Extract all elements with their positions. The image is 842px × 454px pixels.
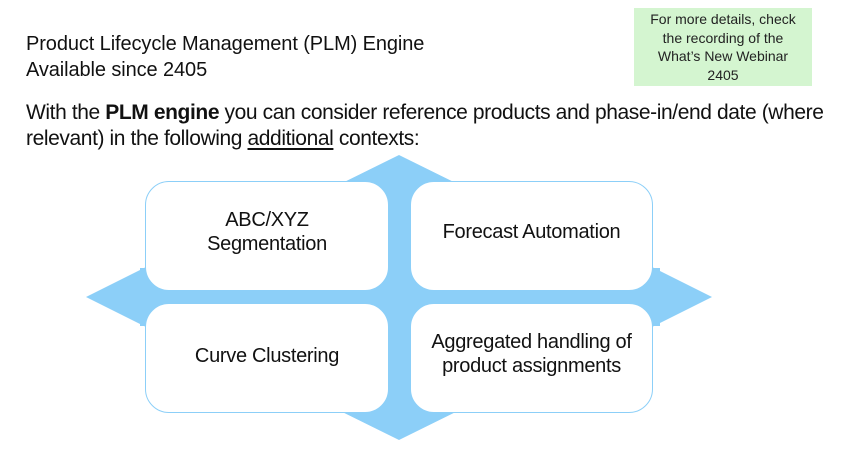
context-box-forecast-automation: Forecast Automation [410,181,653,291]
note-line: the recording of the [662,29,784,46]
intro-bold-term: PLM engine [105,101,220,124]
intro-suffix: contexts: [333,127,420,150]
title-line-2: Available since 2405 [26,59,208,81]
note-line: What’s New Webinar [657,48,789,64]
webinar-note: For more details, check the recording of… [634,8,812,86]
arrow-head-left-icon [86,267,146,327]
box-label: Aggregated handling of [431,331,632,353]
page-title: Product Lifecycle Management (PLM) Engin… [26,31,424,83]
intro-text: With the PLM engine you can consider ref… [26,100,826,152]
intro-underlined-term: additional [247,127,334,150]
intro-middle: you can consider reference products and … [26,101,824,150]
intro-prefix: With the [26,101,106,124]
context-box-curve-clustering: Curve Clustering [145,303,389,413]
arrow-head-right-icon [652,267,712,327]
box-label: Curve Clustering [194,345,340,367]
note-line: For more details, check [650,11,796,27]
box-label: Segmentation [207,233,327,255]
box-label: product assignments [442,355,621,377]
box-label: ABC/XYZ [225,209,309,231]
box-label: Forecast Automation [442,221,621,243]
context-box-aggregated-handling: Aggregated handling of product assignmen… [410,303,653,413]
note-line: 2405 [707,66,739,83]
context-box-abc-xyz-segmentation: ABC/XYZ Segmentation [145,181,389,291]
title-line-1: Product Lifecycle Management (PLM) Engin… [26,33,425,55]
